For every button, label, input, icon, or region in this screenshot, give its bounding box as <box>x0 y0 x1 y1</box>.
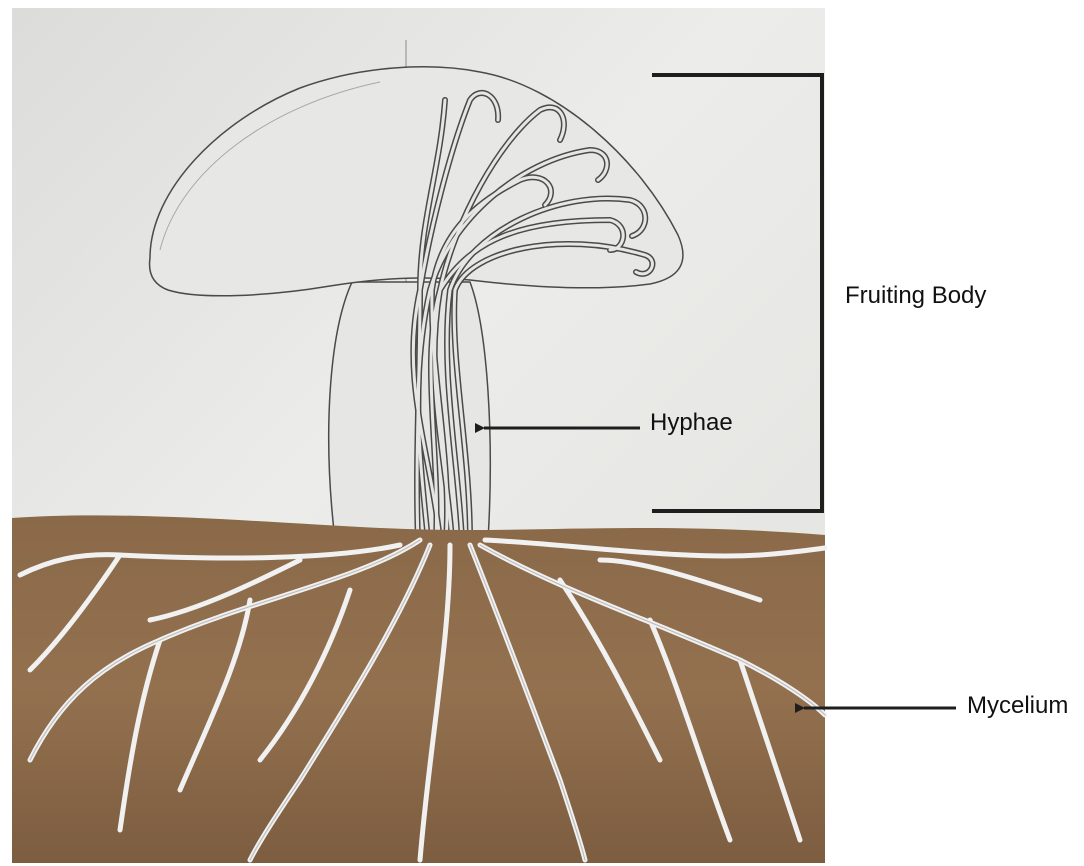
fruiting-body-label: Fruiting Body <box>845 284 986 308</box>
hyphae-label: Hyphae <box>650 411 733 435</box>
mycelium-label: Mycelium <box>967 694 1068 718</box>
